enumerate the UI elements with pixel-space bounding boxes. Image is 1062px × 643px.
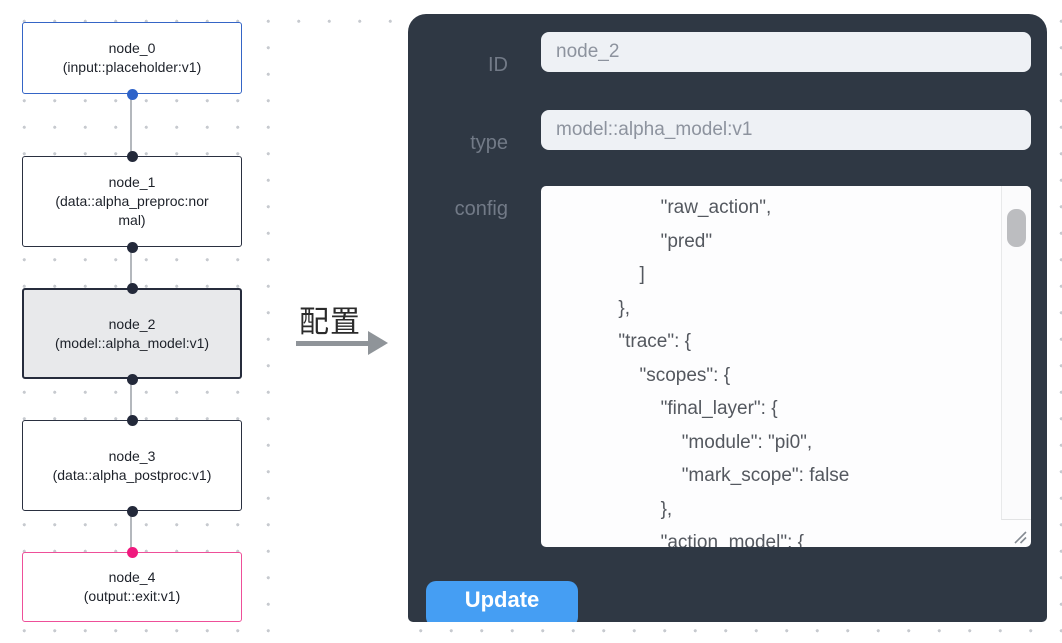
port-node_0-source[interactable] — [126, 88, 138, 100]
node-title: node_4 — [108, 569, 156, 585]
id-field-label: ID — [488, 54, 508, 76]
flow-node-node_0[interactable]: node_0 (input::placeholder:v1) — [22, 22, 242, 94]
node-type-label: (model::alpha_model:v1) — [54, 334, 210, 351]
port-node_2-target[interactable] — [126, 282, 138, 294]
config-json-code[interactable]: "raw_action", "pred" ] }, "trace": { "sc… — [618, 197, 850, 547]
flow-node-node_2-selected[interactable]: node_2 (model::alpha_model:v1) — [22, 288, 242, 379]
config-scrollbar-track[interactable] — [1001, 186, 1031, 520]
node-title: node_3 — [108, 447, 156, 464]
node-type-label: (input::placeholder:v1) — [62, 59, 202, 75]
port-node_2-source[interactable] — [126, 373, 138, 385]
edge-node0-node1 — [130, 94, 132, 156]
config-textarea[interactable]: "raw_action", "pred" ] }, "trace": { "sc… — [541, 186, 1031, 547]
edge-node2-node3 — [130, 379, 132, 420]
node-title: node_1 — [108, 174, 156, 190]
configure-arrow — [296, 341, 368, 346]
resize-handle-icon[interactable] — [1012, 529, 1028, 545]
node-config-panel: ID type config "raw_action", "pred" ] },… — [408, 14, 1047, 622]
config-scrollbar-thumb[interactable] — [1007, 209, 1026, 247]
port-node_1-source[interactable] — [126, 241, 138, 253]
config-field-label: config — [454, 198, 508, 220]
port-node_3-source[interactable] — [126, 505, 138, 517]
flow-node-node_4[interactable]: node_4 (output::exit:v1) — [22, 552, 242, 622]
edge-node3-node4 — [130, 511, 132, 552]
type-field-label: type — [470, 132, 508, 154]
configure-arrow-head-icon — [368, 331, 388, 355]
update-button[interactable]: Update — [426, 581, 578, 622]
flow-node-node_3[interactable]: node_3 (data::alpha_postproc:v1) — [22, 420, 242, 511]
node-type-label: (data::alpha_postproc:v1) — [52, 466, 212, 483]
port-node_4-target[interactable] — [126, 546, 138, 558]
type-input[interactable] — [541, 110, 1031, 150]
port-node_3-target[interactable] — [126, 414, 138, 426]
configure-annotation-label: 配置 — [299, 306, 361, 339]
edge-node1-node2 — [130, 247, 132, 288]
id-input[interactable] — [541, 32, 1031, 72]
node-type-label: (output::exit:v1) — [83, 588, 181, 604]
node-type-label: (data::alpha_preproc:normal) — [55, 193, 209, 228]
port-node_1-target[interactable] — [126, 150, 138, 162]
node-title: node_2 — [108, 315, 156, 332]
flow-node-node_1[interactable]: node_1 (data::alpha_preproc:normal) — [22, 156, 242, 247]
node-title: node_0 — [108, 40, 156, 56]
